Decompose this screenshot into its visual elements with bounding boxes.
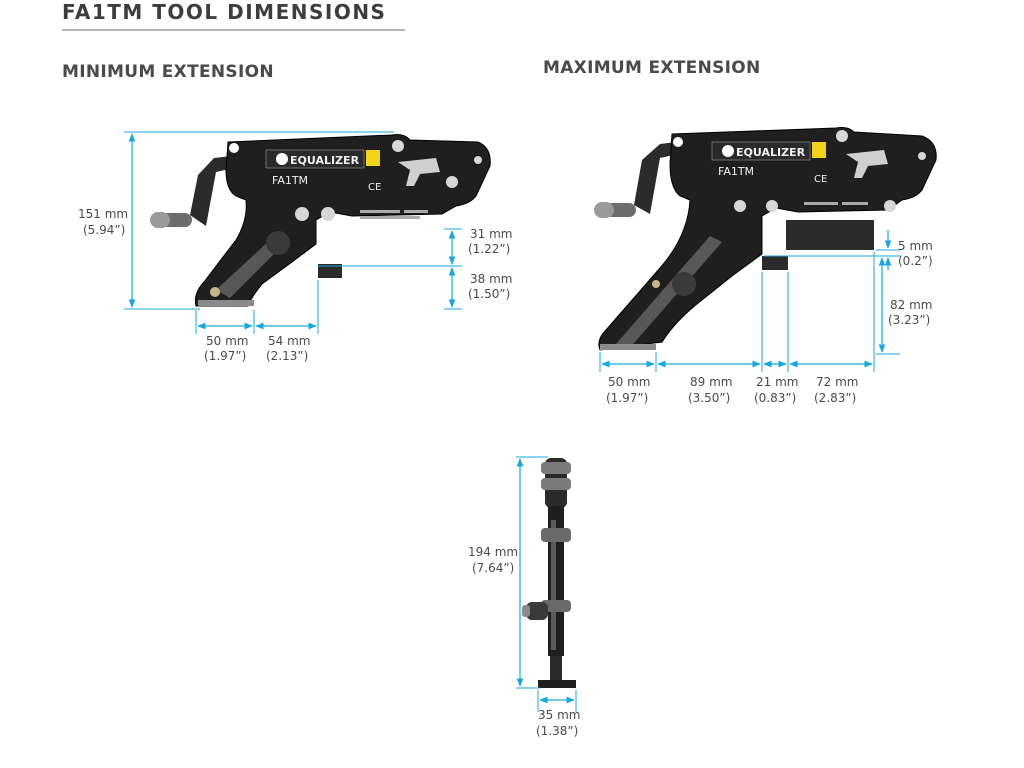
max-dimension-labels: 5 mm (0.2”) 82 mm (3.23”) 50 mm (1.97”) … (606, 239, 933, 405)
max-jaw-height-in: (3.23”) (888, 313, 930, 327)
min-jaw-bottom-mm: 38 mm (470, 272, 512, 286)
max-jaw-width-in: (0.83”) (754, 391, 796, 405)
max-extension-tool: EQUALIZER FA1TM CE (594, 127, 937, 351)
side-dimension-labels: 194 mm (7.64”) 35 mm (1.38”) (468, 545, 580, 738)
max-jaw-top-mm: 5 mm (898, 239, 933, 253)
ce-mark: CE (368, 182, 381, 193)
side-height-mm: 194 mm (468, 545, 518, 559)
max-base-in: (1.97”) (606, 391, 648, 405)
min-base-in: (1.97”) (204, 349, 246, 363)
min-jaw-top-in: (1.22”) (468, 242, 510, 256)
ce-mark-max: CE (814, 174, 827, 185)
min-jaw-bottom-in: (1.50”) (468, 287, 510, 301)
model-label-max: FA1TM (718, 165, 754, 178)
side-height-in: (7.64”) (472, 561, 514, 575)
brand-label: EQUALIZER (290, 154, 360, 167)
min-height-mm: 151 mm (78, 207, 128, 221)
title-underline (62, 29, 405, 31)
max-base-mm: 50 mm (608, 375, 650, 389)
min-dimension-labels: 151 mm (5.94”) 31 mm (1.22”) 38 mm (1.50… (78, 207, 512, 363)
min-extension-heading: MINIMUM EXTENSION (62, 62, 274, 82)
max-nose-mm: 72 mm (816, 375, 858, 389)
side-width-mm: 35 mm (538, 708, 580, 722)
page-title: FA1TM TOOL DIMENSIONS (62, 0, 387, 24)
side-dimensions (516, 456, 577, 712)
max-jaw-width-mm: 21 mm (756, 375, 798, 389)
side-width-in: (1.38”) (536, 724, 578, 738)
brand-label-max: EQUALIZER (736, 146, 806, 159)
min-dimensions (124, 131, 462, 334)
min-base-mm: 50 mm (206, 334, 248, 348)
min-reach-in: (2.13”) (266, 349, 308, 363)
min-extension-tool: EQUALIZER FA1TM CE (150, 134, 491, 307)
max-dimensions (599, 230, 900, 372)
max-jaw-top-in: (0.2”) (898, 254, 933, 268)
max-nose-in: (2.83”) (814, 391, 856, 405)
max-reach-in: (3.50”) (688, 391, 730, 405)
max-jaw-height-mm: 82 mm (890, 298, 932, 312)
model-label: FA1TM (272, 174, 308, 187)
max-reach-mm: 89 mm (690, 375, 732, 389)
min-height-in: (5.94”) (83, 223, 125, 237)
crank-handle (150, 156, 234, 228)
side-view-tool (522, 458, 576, 688)
min-jaw-top-mm: 31 mm (470, 227, 512, 241)
min-reach-mm: 54 mm (268, 334, 310, 348)
max-extension-heading: MAXIMUM EXTENSION (543, 58, 761, 78)
crank-handle-max (594, 142, 678, 218)
